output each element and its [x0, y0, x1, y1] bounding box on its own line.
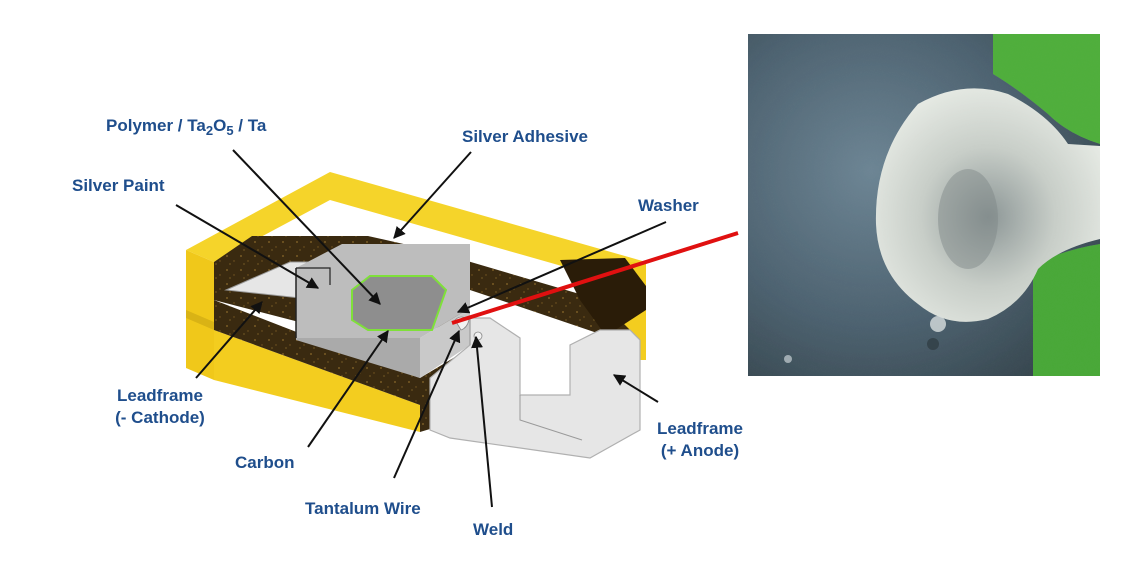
anode-leadframe — [429, 317, 641, 459]
label-washer: Washer — [638, 196, 699, 215]
label-cathode-line2: (- Cathode) — [115, 408, 205, 427]
leader-anode — [612, 374, 659, 403]
label-carbon: Carbon — [235, 453, 295, 472]
leader-silver-paint — [175, 204, 320, 289]
label-polymer-sub2: 5 — [226, 123, 234, 138]
label-silver-adhesive: Silver Adhesive — [462, 127, 588, 146]
label-tantalum-wire: Tantalum Wire — [305, 499, 421, 518]
label-polymer-mid: O — [213, 116, 227, 135]
weld-micrograph-photo — [748, 34, 1100, 376]
leader-silver-adhesive — [393, 151, 472, 239]
leader-tantalum-wire — [393, 329, 461, 479]
label-polymer-sub1: 2 — [205, 123, 214, 138]
leader-carbon — [307, 330, 389, 448]
label-polymer: Polymer / Ta2O5 / Ta — [106, 115, 266, 137]
polymer-core — [351, 275, 448, 331]
label-leadframe-anode: Leadframe (+ Anode) — [640, 418, 760, 462]
label-cathode-line1: Leadframe — [117, 386, 203, 405]
label-polymer-main: Polymer / Ta — [106, 116, 206, 135]
label-anode-line1: Leadframe — [657, 419, 743, 438]
red-pointer-line — [451, 231, 739, 325]
label-polymer-tail: / Ta — [233, 116, 267, 135]
label-weld: Weld — [473, 520, 514, 539]
leader-washer — [456, 221, 667, 314]
label-silver-paint: Silver Paint — [72, 176, 165, 195]
label-anode-line2: (+ Anode) — [660, 441, 740, 460]
label-leadframe-cathode: Leadframe (- Cathode) — [100, 385, 220, 429]
leader-weld — [471, 335, 493, 508]
leader-cathode — [195, 301, 263, 379]
micrograph-image — [748, 34, 1100, 376]
leader-lines — [175, 149, 667, 508]
leader-polymer — [232, 149, 381, 305]
